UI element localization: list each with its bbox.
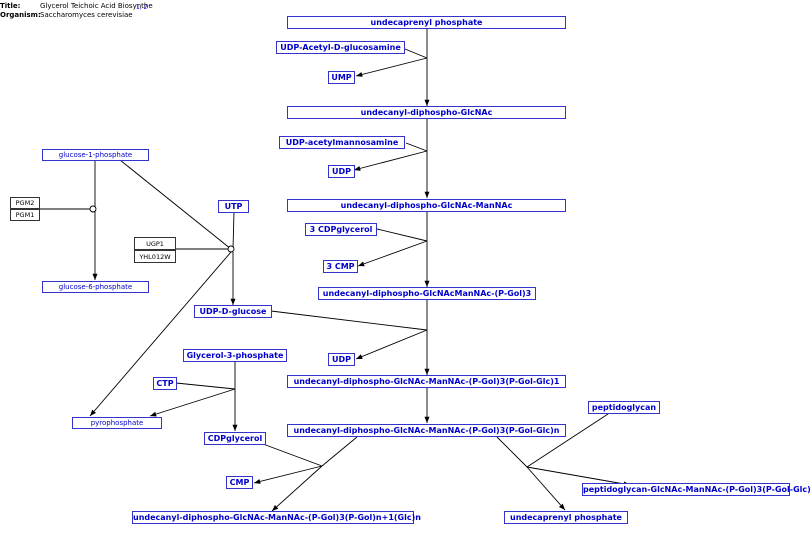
- node-glycerol-3-phosphate[interactable]: Glycerol-3-phosphate: [183, 349, 287, 362]
- edge-mid-to-pyrophosphate: [89, 251, 232, 417]
- edge-to-pgoln1: [271, 465, 323, 512]
- node-cdpglycerol[interactable]: CDPglycerol: [204, 432, 266, 445]
- title-label: Title:: [0, 2, 21, 10]
- node-udp-1[interactable]: UDP: [328, 165, 355, 178]
- edge-cmp-out: [253, 465, 323, 484]
- node-undecaprenyl-phosphate-top[interactable]: undecaprenyl phosphate: [287, 16, 566, 29]
- edge-udp1-out: [353, 150, 428, 171]
- node-peptidoglycan[interactable]: peptidoglycan: [588, 401, 660, 414]
- edge-udp2-out: [355, 329, 428, 360]
- edge-udpglucose-in: [270, 310, 428, 331]
- node-pyrophosphate[interactable]: pyrophosphate: [72, 417, 162, 429]
- gene-yhl012w[interactable]: YHL012W: [134, 250, 176, 263]
- edge-utp-to-mid: [232, 211, 235, 250]
- node-udp-d-glucose[interactable]: UDP-D-glucose: [194, 305, 272, 318]
- node-undecanyl-pgoln1[interactable]: undecanyl-diphospho-GlcNAc-ManNAc-(P-Gol…: [132, 511, 421, 524]
- title-line: Title: Glycerol Teichoic Acid Biosynthe: [0, 2, 153, 10]
- node-cmp[interactable]: CMP: [226, 476, 253, 489]
- node-undecanyl-pgol3-glc1[interactable]: undecanyl-diphospho-GlcNAc-ManNAc-(P-Gol…: [287, 375, 566, 388]
- edge-ctp-to-mid: [175, 382, 236, 390]
- title-value: Glycerol Teichoic Acid Biosynthe: [40, 2, 153, 10]
- node-glucose-6-phosphate[interactable]: glucose-6-phosphate: [42, 281, 149, 293]
- node-undecanyl-diphospho-glcnac-mannac[interactable]: undecanyl-diphospho-GlcNAc-ManNAc: [287, 199, 566, 212]
- edge-glcn-to-mid: [496, 436, 528, 468]
- edge-udpglcnac-in: [404, 48, 428, 59]
- edge-mid-to-pepproduct: [526, 466, 631, 487]
- pgm-catalysis-circle: [89, 205, 97, 213]
- gene-pgm2[interactable]: PGM2: [10, 197, 40, 209]
- edge-mid-to-pyrophosphate2: [149, 388, 236, 417]
- organism-value: Saccharomyces cerevisiae: [40, 11, 133, 19]
- edge-3cmp-out: [357, 240, 428, 267]
- organism-line: Organism:Saccharomyces cerevisiae: [0, 11, 133, 19]
- node-3-cdpglycerol[interactable]: 3 CDPglycerol: [305, 223, 377, 236]
- ugp-catalysis-circle: [227, 245, 235, 253]
- node-undecanyl-pgol3[interactable]: undecanyl-diphospho-GlcNAcManNAc-(P-Gol)…: [318, 287, 536, 300]
- node-undecanyl-diphospho-glcnac[interactable]: undecanyl-diphospho-GlcNAc: [287, 106, 566, 119]
- edge-cdpglycerol3-in: [376, 228, 428, 242]
- edge-cdpglycerol-in: [262, 443, 323, 467]
- node-udp-2[interactable]: UDP: [328, 353, 355, 366]
- gene-pgm1[interactable]: PGM1: [10, 209, 40, 221]
- node-undecaprenyl-phosphate-bottom[interactable]: undecaprenyl phosphate: [504, 511, 628, 524]
- node-undecanyl-pgol3-glcn[interactable]: undecanyl-diphospho-GlcNAc-ManNAc-(P-Gol…: [287, 424, 566, 437]
- edge-ump-out: [355, 57, 428, 77]
- node-peptidoglycan-product[interactable]: peptidoglycan-GlcNAc-ManNAc-(P-Gol)3(P-G…: [582, 483, 811, 496]
- title-references[interactable]: 1, 2: [136, 4, 148, 11]
- edge-g1p-to-mid: [119, 159, 232, 250]
- node-utp[interactable]: UTP: [218, 200, 249, 213]
- node-udp-acetyl-d-glucosamine[interactable]: UDP-Acetyl-D-glucosamine: [276, 41, 405, 54]
- node-ctp[interactable]: CTP: [153, 377, 177, 390]
- edge-udpmannac-in: [405, 142, 428, 152]
- gene-ugp1[interactable]: UGP1: [134, 237, 176, 250]
- organism-label: Organism:: [0, 11, 41, 19]
- node-glucose-1-phosphate[interactable]: glucose-1-phosphate: [42, 149, 149, 161]
- node-ump[interactable]: UMP: [328, 71, 355, 84]
- edge-peptidoglycan-in: [526, 413, 609, 468]
- edge-mid-to-undecaprenyl: [526, 466, 566, 511]
- node-3-cmp[interactable]: 3 CMP: [323, 260, 358, 273]
- edge-glcn-to-cmpmid: [321, 436, 358, 467]
- node-udp-acetylmannosamine[interactable]: UDP-acetylmannosamine: [279, 136, 405, 149]
